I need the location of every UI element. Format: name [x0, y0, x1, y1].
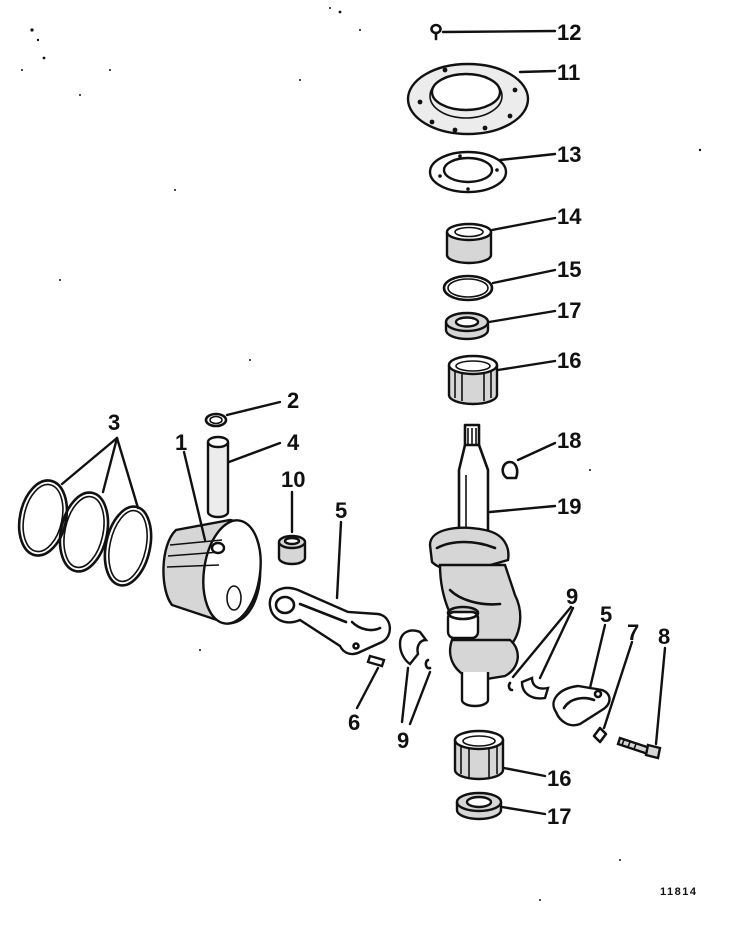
part-12-screw	[430, 23, 557, 41]
part-2-retaining-ring	[204, 400, 282, 428]
callout-17-upper: 17	[557, 298, 581, 323]
part-5-connecting-rod	[268, 520, 391, 656]
callout-9-right: 9	[566, 584, 578, 609]
callout-15: 15	[557, 257, 581, 282]
part-7-lock-plate	[592, 640, 634, 744]
callout-4: 4	[287, 430, 300, 455]
part-10-needle-bearing	[277, 490, 307, 566]
callout-7: 7	[627, 620, 639, 645]
part-11-flange	[406, 62, 557, 136]
callout-14: 14	[557, 204, 582, 229]
part-14-bushing	[445, 216, 557, 265]
part-9-bearing-halves-right	[507, 605, 575, 700]
part-9-bearing-halves-left	[398, 629, 432, 726]
part-19-crankshaft	[428, 423, 557, 708]
part-8-screw	[616, 646, 667, 760]
callout-12: 12	[557, 20, 581, 45]
callout-8: 8	[658, 624, 670, 649]
callout-5-right: 5	[600, 602, 612, 627]
callout-3: 3	[108, 410, 120, 435]
part-4-wrist-pin	[206, 435, 282, 519]
callout-6: 6	[348, 710, 360, 735]
part-15-o-ring	[442, 268, 557, 302]
callout-1: 1	[175, 430, 187, 455]
callout-19: 19	[557, 494, 581, 519]
callout-9-left: 9	[397, 728, 409, 753]
part-16-bearing-upper	[447, 354, 557, 406]
part-5-rod-cap	[552, 623, 611, 727]
callout-17-lower: 17	[547, 804, 571, 829]
part-13-gasket	[428, 150, 557, 194]
callout-5-left: 5	[335, 498, 347, 523]
callout-13: 13	[557, 142, 581, 167]
part-1-piston	[162, 450, 262, 625]
callout-16-upper: 16	[557, 348, 581, 373]
part-3-piston-rings	[17, 436, 153, 587]
callout-16-lower: 16	[547, 766, 571, 791]
callout-10: 10	[281, 467, 305, 492]
part-6-dowel-pin	[355, 654, 386, 710]
scan-speckles	[21, 7, 702, 901]
figure-number: 11814	[660, 886, 697, 898]
part-17-seal-lower	[455, 791, 547, 821]
callout-18: 18	[557, 428, 581, 453]
part-17-seal-upper	[444, 309, 557, 341]
part-18-woodruff-key	[501, 441, 557, 480]
part-16-bearing-lower	[453, 729, 547, 781]
callout-2: 2	[287, 388, 299, 413]
callout-11: 11	[557, 60, 580, 85]
